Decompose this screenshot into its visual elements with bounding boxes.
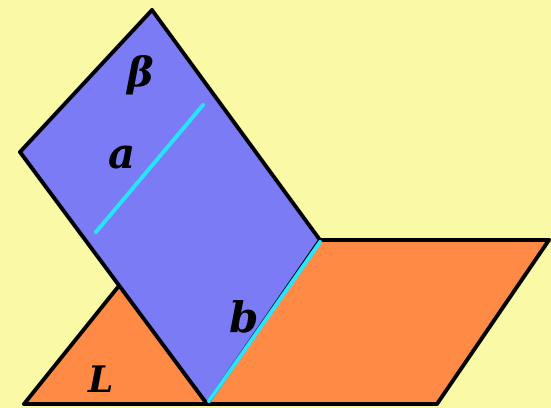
plane-beta (18, 8, 322, 406)
label-line-a: a (108, 129, 135, 178)
line-a (94, 103, 205, 234)
label-beta: β (125, 49, 154, 96)
label-plane-l: L (87, 359, 113, 401)
label-line-b: b (229, 293, 258, 342)
line-b (207, 240, 322, 403)
